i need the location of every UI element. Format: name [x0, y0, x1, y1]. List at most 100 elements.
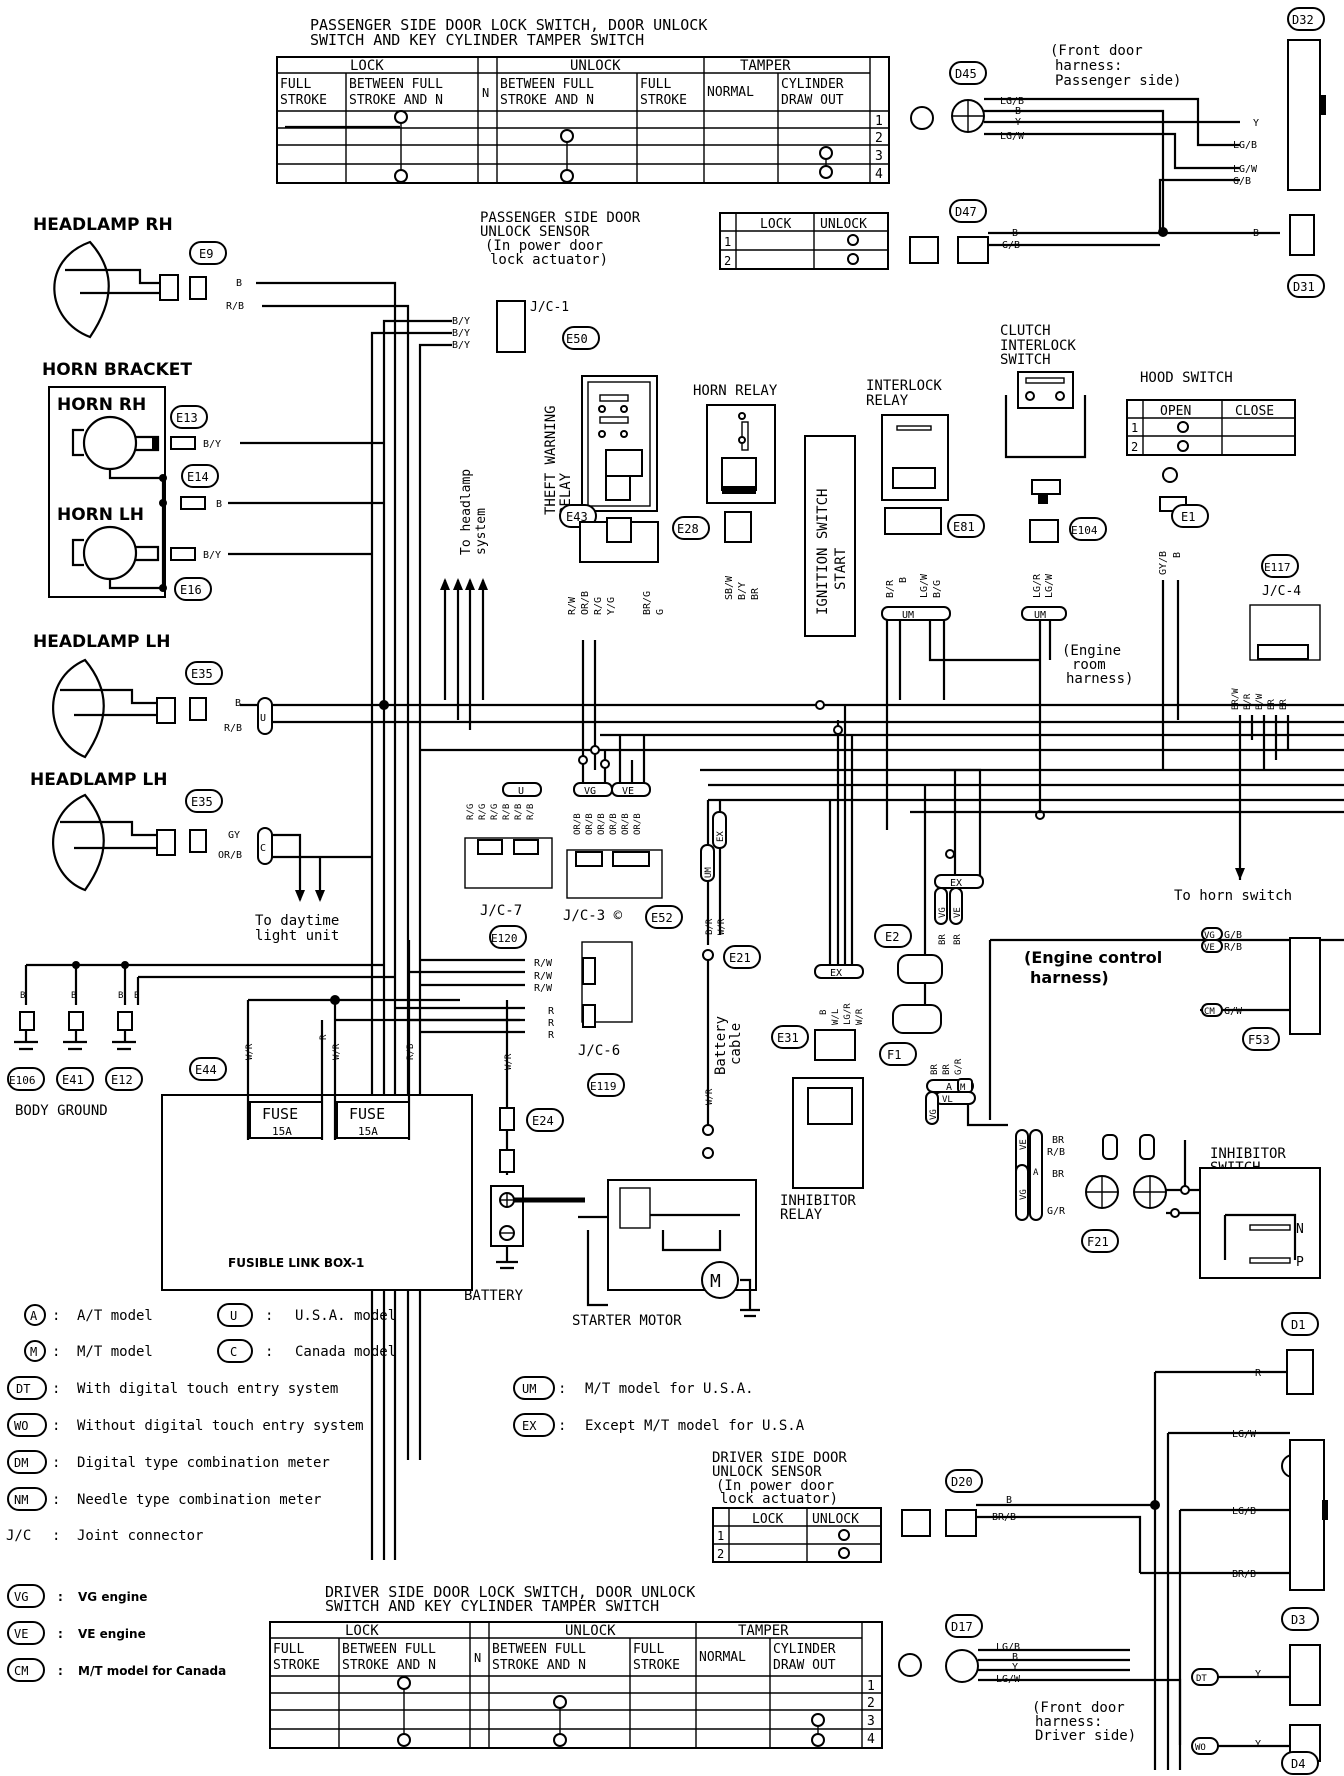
wire-e28-2: B/Y: [737, 582, 748, 600]
ignition-switch-label-2: START: [833, 547, 849, 590]
wire-d1: R: [1255, 1368, 1262, 1379]
drv-col-full-1b: STROKE: [273, 1658, 320, 1673]
connector-e9: E9: [199, 247, 213, 261]
wire-e28-1: SB/W: [724, 575, 735, 600]
tag-vl: VL: [942, 1095, 953, 1105]
wire-jc6-3: R/W: [534, 983, 553, 994]
wire-jc7-6: R/B: [526, 804, 536, 820]
legend-sep-ve: :: [58, 1627, 63, 1641]
inhibitor-switch-label-1: INHIBITOR: [1210, 1146, 1286, 1162]
wire-e81-1: B/R: [885, 579, 896, 598]
legend-code-cm: CM: [14, 1664, 28, 1678]
note-engine-control-2: harness): [1030, 968, 1109, 987]
legend-sep-jc: :: [52, 1528, 60, 1544]
wire-d31: B: [1253, 228, 1259, 239]
drv-group-unlock: UNLOCK: [565, 1623, 616, 1639]
note-front-door-drv-1: (Front door: [1032, 1700, 1125, 1716]
legend-item-cm: CM : M/T model for Canada: [7, 1658, 226, 1682]
drv-switch-title-1: DRIVER SIDE DOOR LOCK SWITCH, DOOR UNLOC…: [325, 1583, 695, 1601]
drv-col-n: N: [474, 1651, 481, 1665]
pass-group-lock: LOCK: [350, 58, 384, 74]
wire-d17-1: LG/B: [996, 1642, 1020, 1653]
tag-u-2: U: [518, 786, 524, 797]
legend-sep-dt: :: [52, 1381, 60, 1397]
tag-ve-2: VE: [953, 907, 963, 918]
tag-um-1: UM: [902, 610, 914, 621]
connector-e117: E117: [1264, 561, 1291, 574]
wire-e43-2: OR/B: [580, 591, 591, 615]
theft-warning-relay: THEFT WARNING RELAY E43 R/W OR/B R/G Y/G…: [543, 375, 666, 615]
wire-e2-2: BR: [953, 934, 963, 945]
jc3-label: J/C-3 ©: [563, 908, 623, 924]
wire-e21-2: W/R: [717, 918, 727, 935]
wire-d17-4: LG/W: [996, 1674, 1021, 1685]
battery-cable-label-2: cable: [728, 1023, 744, 1065]
jc-7: U R/G R/G R/G R/B R/B R/B J/C-7 E120: [464, 782, 553, 949]
pass-sensor-title-3: (In power door: [485, 238, 603, 254]
legend-code-vg: VG: [14, 1590, 28, 1604]
legend-item-vg: VG : VG engine: [7, 1584, 147, 1608]
clutch-switch-label-2: INTERLOCK: [1000, 338, 1076, 354]
battery-label: BATTERY: [464, 1288, 524, 1304]
legend-item-m: M : M/T model: [24, 1340, 153, 1362]
legend-text-a: :: [52, 1308, 60, 1324]
legend-text-dt: With digital touch entry system: [77, 1381, 338, 1397]
wire-d45-4: LG/W: [1000, 131, 1025, 142]
legend-text-um: M/T model for U.S.A.: [585, 1381, 754, 1397]
legend-code-m: M: [30, 1345, 37, 1359]
clutch-interlock-switch: CLUTCH INTERLOCK SWITCH E104 LG/R LG/W U…: [1000, 323, 1107, 820]
connector-e28: E28: [677, 522, 699, 536]
note-front-door-pass-2: harness:: [1055, 58, 1122, 74]
passenger-switch-title-1: PASSENGER SIDE DOOR LOCK SWITCH, DOOR UN…: [310, 16, 707, 34]
connector-e21: E21: [729, 951, 751, 965]
tag-vg-4: VG: [1204, 931, 1215, 941]
connector-e44: E44: [195, 1063, 217, 1077]
legend-sep-vg: :: [58, 1590, 63, 1604]
legend-code-dt: DT: [16, 1382, 30, 1396]
drv-group-lock: LOCK: [345, 1623, 379, 1639]
wire-jc6-1: R/W: [534, 958, 553, 969]
connector-f21: F21: [1087, 1235, 1109, 1249]
tag-ex-3: EX: [950, 878, 962, 889]
passenger-switch-table: PASSENGER SIDE DOOR LOCK SWITCH, DOOR UN…: [276, 16, 890, 184]
drv-col-between-1b: STROKE AND N: [342, 1658, 436, 1673]
wire-d45-3: Y: [1015, 117, 1021, 128]
front-door-harness-driver: D1 R D2 LG/W LG/B BR/B D20 B BR/B D3 Y D…: [898, 1312, 1328, 1775]
pass-col-between-2: BETWEEN FULL: [500, 77, 594, 92]
pass-row-3: 3: [875, 149, 883, 164]
pass-sensor-title-1: PASSENGER SIDE DOOR: [480, 210, 641, 226]
wire-d3: Y: [1255, 1669, 1261, 1680]
legend-item-wo: WO : Without digital touch entry system: [7, 1413, 364, 1437]
legend-code-a: A: [30, 1309, 38, 1323]
horn-bracket: HORN BRACKET HORN RH HORN LH E13 B/Y E14…: [42, 360, 384, 601]
interlock-relay: INTERLOCK RELAY E81 B/R B LG/W B/G UM: [866, 378, 1040, 830]
headlamp-lh-1-label: HEADLAMP LH: [33, 632, 170, 652]
hood-col-open: OPEN: [1160, 404, 1191, 419]
connector-d17: D17: [951, 1620, 973, 1634]
motor-icon: M: [710, 1271, 721, 1292]
wire-jc7-1: R/G: [466, 804, 476, 820]
inhibitor-relay-label-2: RELAY: [780, 1207, 823, 1223]
wire-f53-2: R/B: [1224, 942, 1242, 953]
tag-vg-2: VG: [938, 907, 948, 918]
wire-f21-3: BR: [1052, 1169, 1065, 1180]
inhibitor-relay-label-1: INHIBITOR: [780, 1193, 856, 1209]
legend-code-dm: DM: [14, 1456, 28, 1470]
legend-item-dt: DT : With digital touch entry system: [7, 1376, 338, 1400]
tag-wo-1: WO: [1195, 1743, 1206, 1753]
drv-col-full-2: FULL: [633, 1642, 664, 1657]
connector-e41: E41: [62, 1073, 84, 1087]
wire-f1-3: G/R: [954, 1058, 964, 1075]
wire-jc4-1: BR/W: [1231, 688, 1241, 710]
wire-e13: B/Y: [203, 439, 221, 450]
tag-cm-1: CM: [1204, 1007, 1215, 1017]
legend-code-u: U: [230, 1309, 237, 1323]
wire-d20-1: B: [1006, 1495, 1012, 1506]
wire-e9-2: R/B: [226, 301, 244, 312]
legend-code-jc: J/C: [6, 1528, 31, 1544]
drv-col-full-2b: STROKE: [633, 1658, 680, 1673]
jc4-label: J/C-4: [1262, 584, 1301, 599]
battery: W/R E24 BATTERY: [464, 1000, 585, 1304]
wire-e9-1: B: [236, 278, 242, 289]
